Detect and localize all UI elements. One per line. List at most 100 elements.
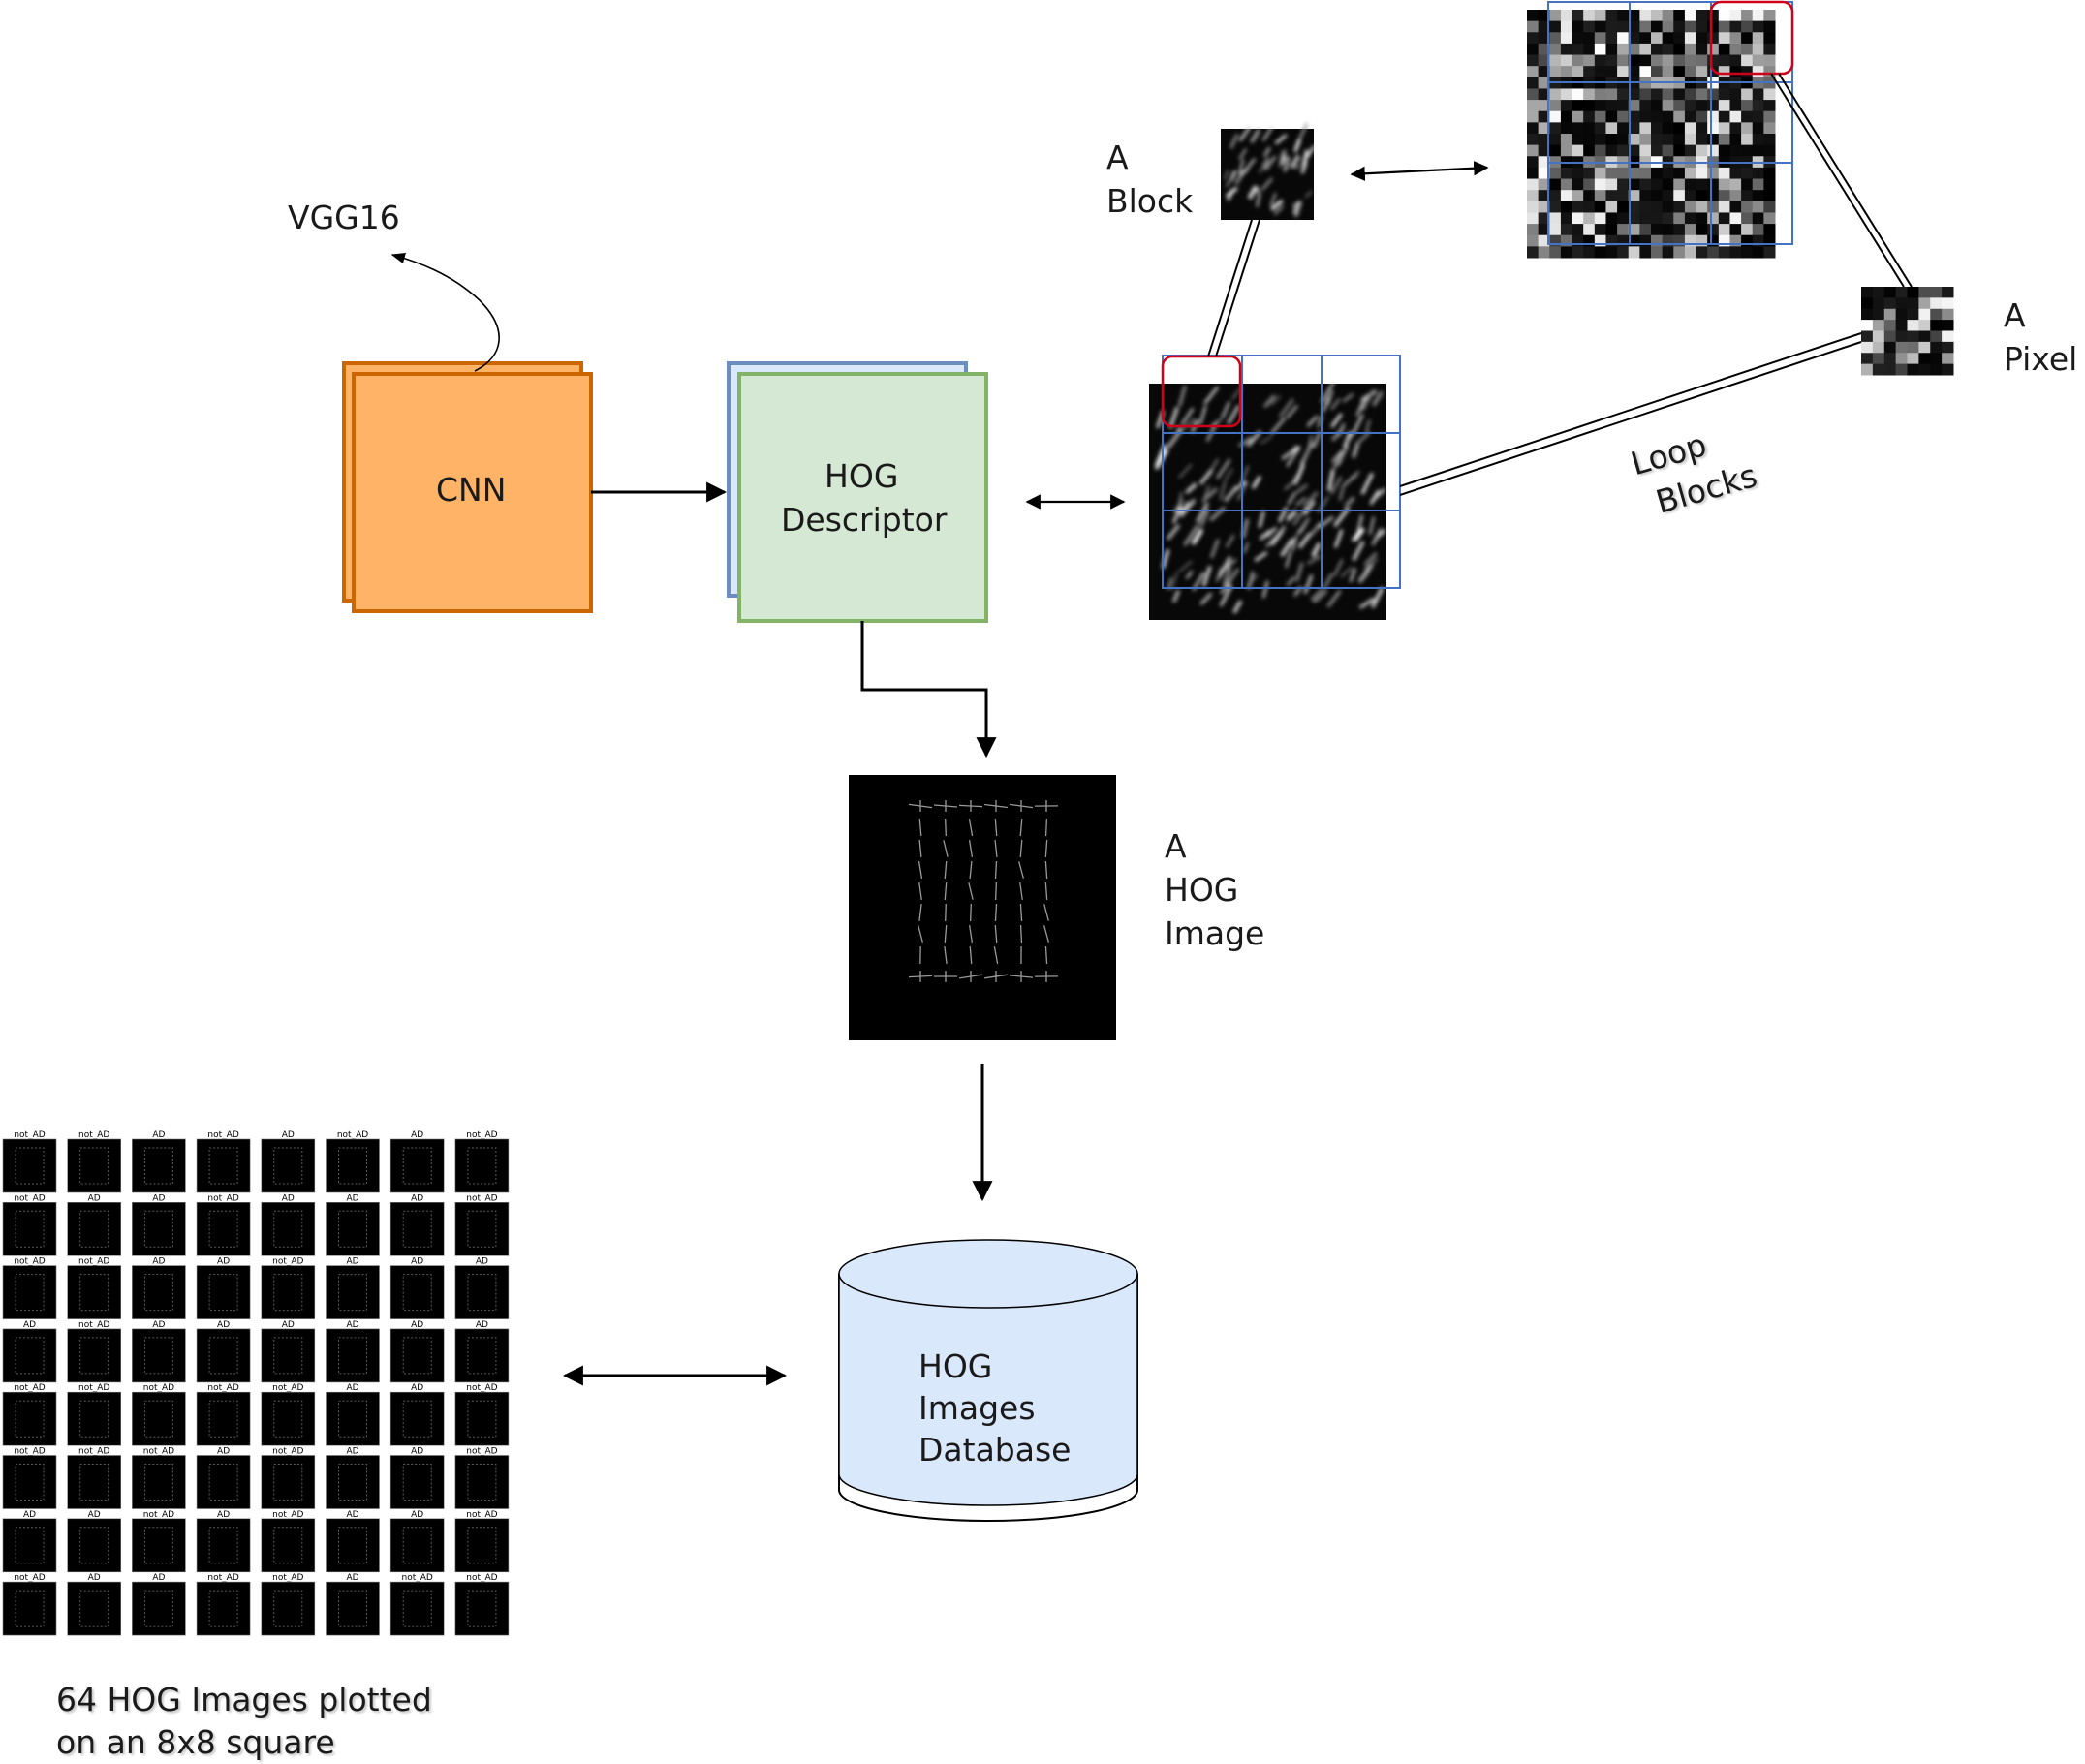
pixel-cell — [1696, 235, 1708, 247]
thumbnail-image — [132, 1582, 185, 1635]
pixel-cell — [1741, 100, 1753, 111]
thumbnail: AD — [262, 1320, 315, 1382]
pixel-cell — [1572, 21, 1584, 33]
pixel-cell — [1561, 168, 1572, 179]
pixel-cell — [1663, 179, 1674, 191]
pixel-cell — [1763, 246, 1775, 258]
pixel-cell — [1741, 168, 1753, 179]
database-label-line-2: Images — [918, 1387, 1071, 1429]
pixel-cell — [1918, 342, 1930, 354]
thumbnail: AD — [327, 1573, 380, 1635]
pixel-cell — [1873, 331, 1884, 343]
pixel-cell — [1719, 111, 1730, 123]
pixel-cell — [1753, 179, 1764, 191]
pixel-cell — [1595, 179, 1606, 191]
pixel-cell — [1605, 100, 1617, 111]
thumbnail-title: AD — [217, 1257, 230, 1267]
pixel-cell — [1651, 111, 1663, 123]
thumbnail-image — [68, 1456, 121, 1509]
pixel-cell — [1639, 111, 1651, 123]
thumbnail: AD — [132, 1257, 185, 1319]
pixel-cell — [1753, 190, 1764, 201]
pixel-cell — [1572, 168, 1584, 179]
hog-glyph — [971, 904, 972, 921]
pixel-cell — [1942, 342, 1953, 354]
pixel-cell — [1908, 331, 1919, 343]
pixel-cell — [1719, 168, 1730, 179]
thumbnail-image — [390, 1519, 444, 1572]
pixel-cell — [1651, 134, 1663, 145]
thumbnail-title: AD — [152, 1193, 165, 1203]
pixel-cell — [1729, 44, 1741, 55]
grid-caption: 64 HOG Images plotted on an 8x8 square — [56, 1679, 432, 1764]
zoomed-block-image — [1527, 2, 1792, 259]
pixel-cell — [1549, 32, 1561, 44]
hog-glyph — [996, 882, 997, 900]
pixel-cell — [1639, 168, 1651, 179]
pixel-cell — [1605, 32, 1617, 44]
thumbnail-title: not_AD — [272, 1447, 303, 1457]
thumbnail-title: AD — [88, 1193, 101, 1203]
thumbnail-image — [455, 1202, 509, 1255]
thumbnail-title: not_AD — [143, 1447, 174, 1457]
pixel-cell — [1595, 100, 1606, 111]
pixel-cell — [1729, 122, 1741, 134]
pixel-cell — [1651, 201, 1663, 213]
pixel-cell — [1663, 212, 1674, 224]
pixel-cell — [1617, 179, 1629, 191]
pixel-cell — [1663, 44, 1674, 55]
pixel-cell — [1729, 111, 1741, 123]
pixel-cell — [1663, 21, 1674, 33]
pixel-cell — [1908, 364, 1919, 376]
thumbnail: AD — [132, 1320, 185, 1382]
pixel-cell — [1605, 88, 1617, 100]
pixel-cell — [1719, 44, 1730, 55]
pixel-cell — [1673, 44, 1685, 55]
pixel-cell — [1685, 44, 1696, 55]
loop-link — [1400, 333, 1861, 495]
pixel-cell — [1696, 201, 1708, 213]
pixel-cell — [1605, 66, 1617, 77]
hog-image-label-line-3: Image — [1165, 912, 1264, 955]
pixel-cell — [1549, 235, 1561, 247]
pixel-cell — [1595, 246, 1606, 258]
pixel-cell — [1617, 122, 1629, 134]
pixel-cell — [1685, 10, 1696, 21]
pixel-cell — [1651, 100, 1663, 111]
pixel-cell — [1896, 331, 1908, 343]
pixel-cell — [1685, 111, 1696, 123]
thumbnail-image — [390, 1266, 444, 1319]
pixel-cell — [1673, 21, 1685, 33]
pixel-cell — [1753, 66, 1764, 77]
hog-image-label-line-2: HOG — [1165, 868, 1264, 912]
thumbnail-title: not_AD — [272, 1510, 303, 1520]
pixel-cell — [1605, 235, 1617, 247]
pixel-cell — [1651, 168, 1663, 179]
pixel-cell — [1719, 55, 1730, 67]
thumbnail-image — [455, 1139, 509, 1192]
thumbnail-title: AD — [411, 1383, 423, 1393]
pixel-cell — [1663, 88, 1674, 100]
pixel-cell — [1663, 235, 1674, 247]
pixel-cell — [1663, 32, 1674, 44]
cnn-label: CNN — [436, 468, 506, 511]
thumbnail: AD — [262, 1193, 315, 1255]
pixel-cell — [1908, 353, 1919, 364]
pixel-cell — [1763, 179, 1775, 191]
pixel-cell — [1741, 201, 1753, 213]
pixel-cell — [1673, 179, 1685, 191]
pixel-cell — [1595, 32, 1606, 44]
pixel-image — [1861, 287, 1954, 376]
thumbnail-image — [262, 1266, 315, 1319]
thumbnail: not_AD — [3, 1130, 56, 1192]
pixel-cell — [1707, 111, 1719, 123]
pixel-cell — [1572, 88, 1584, 100]
thumbnail-image — [455, 1329, 509, 1382]
block-label-line-2: Block — [1106, 179, 1193, 223]
pixel-cell — [1930, 364, 1942, 376]
thumbnail-title: not_AD — [466, 1130, 497, 1140]
pixel-cell — [1753, 10, 1764, 21]
pixel-cell — [1595, 122, 1606, 134]
pixel-cell — [1527, 156, 1539, 168]
pixel-cell — [1685, 100, 1696, 111]
